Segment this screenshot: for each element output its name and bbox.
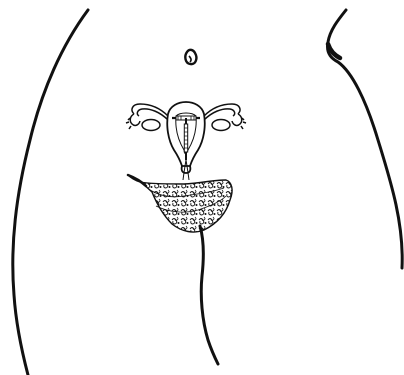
navel xyxy=(185,50,196,64)
ovary-right xyxy=(212,120,230,131)
body-outline-right xyxy=(327,10,402,268)
body-outline-left xyxy=(13,10,88,375)
ovary-left xyxy=(142,120,160,131)
pubic-hair xyxy=(128,175,232,232)
thigh-crease xyxy=(200,226,218,364)
